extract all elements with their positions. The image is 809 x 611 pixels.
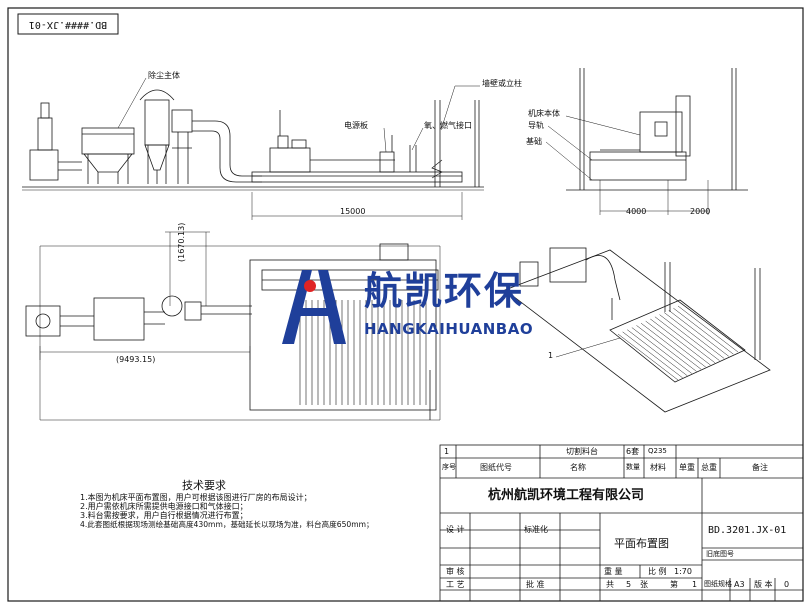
bom-row1-name: 切割料台 <box>566 447 598 456</box>
dim-4000: 4000 <box>626 207 647 216</box>
label-machine-body: 机床本体 <box>528 109 560 118</box>
label-guide-rail: 导轨 <box>528 121 544 130</box>
sheet-frame <box>7 7 804 602</box>
company-logo: 航凯环保 HANGKAIHUANBAO <box>272 266 562 346</box>
dim-15000: 15000 <box>340 207 366 216</box>
drawing-no-box <box>17 13 119 35</box>
tb-drawing-name: 平面布置图 <box>614 537 669 550</box>
company-name: 杭州航凯环境工程有限公司 <box>488 488 645 503</box>
bom-h-code: 图纸代号 <box>480 463 512 472</box>
side-elevation-view <box>545 68 748 215</box>
bom-h-no: 序号 <box>442 463 456 471</box>
note-1: 1.本图为机床平面布置图，用户可根据该图进行厂房的布局设计； <box>80 493 312 502</box>
bom-h-total-wt: 总重 <box>701 463 717 472</box>
front-elevation-view <box>22 77 484 220</box>
label-callout-1: 1 <box>548 351 554 360</box>
notes-title: 技术要求 <box>182 479 226 492</box>
tb-scale: 1:70 <box>674 567 692 576</box>
tb-format: A3 <box>734 580 745 589</box>
tb-standard: 标准化 <box>524 525 548 534</box>
title-block <box>439 444 804 602</box>
dim-9493: (9493.15) <box>116 355 156 364</box>
note-2: 2.用户需依机床所需提供电源接口和气体接口； <box>80 502 248 511</box>
dim-2000: 2000 <box>690 207 711 216</box>
bom-h-qty: 数量 <box>626 463 640 471</box>
tb-total-label: 共 <box>606 580 614 589</box>
mirrored-drawing-no: BD.####.JX-01 <box>28 19 108 30</box>
tb-process: 工 艺 <box>446 580 465 589</box>
tb-scale-label: 比 例 <box>648 567 667 576</box>
tb-check: 审 核 <box>446 567 465 576</box>
tb-sheet-unit: 张 <box>640 580 648 589</box>
tb-version: 0 <box>784 580 790 589</box>
bom-row1-qty: 6套 <box>626 447 640 456</box>
note-3: 3.料台需按要求，用户自行根据情况进行布置； <box>80 511 248 520</box>
bom-row1-material: Q235 <box>648 447 667 455</box>
isometric-view <box>504 247 771 413</box>
tb-page-label: 第 <box>670 580 678 589</box>
tb-approve: 批 准 <box>526 580 545 589</box>
logo-cn-text: 航凯环保 <box>364 269 525 313</box>
bom-h-material: 材料 <box>650 463 666 472</box>
tb-old-code: 旧底图号 <box>706 550 734 558</box>
tb-page: 1 <box>692 580 698 589</box>
logo-mark <box>282 270 346 344</box>
bom-h-name: 名称 <box>570 463 586 472</box>
note-4: 4.此套图纸根据现场测绘基础高度430mm，基础延长以现场为准，料台高度650m… <box>80 520 374 529</box>
tb-version-label: 版 本 <box>754 580 773 589</box>
label-foundation: 基础 <box>526 137 542 146</box>
bom-h-remark: 备注 <box>752 463 768 472</box>
logo-en-text: HANGKAIHUANBAO <box>364 320 534 338</box>
tb-total: 5 <box>626 580 632 589</box>
dim-1670: (1670.13) <box>177 222 186 262</box>
plan-view <box>25 231 441 421</box>
label-wall: 墙壁或立柱 <box>482 79 522 88</box>
tb-format-label: 图纸规格 <box>704 580 732 588</box>
bom-h-unit-wt: 单重 <box>679 463 695 472</box>
tb-weight: 重 量 <box>604 567 623 576</box>
label-gas-port: 氧、燃气接口 <box>424 121 472 130</box>
tb-drawing-code: BD.3201.JX-01 <box>708 525 787 536</box>
label-dust-main: 除尘主体 <box>148 71 180 80</box>
label-power-board: 电源板 <box>344 121 368 130</box>
tb-design: 设 计 <box>446 525 465 534</box>
bom-row1-no: 1 <box>444 447 450 456</box>
